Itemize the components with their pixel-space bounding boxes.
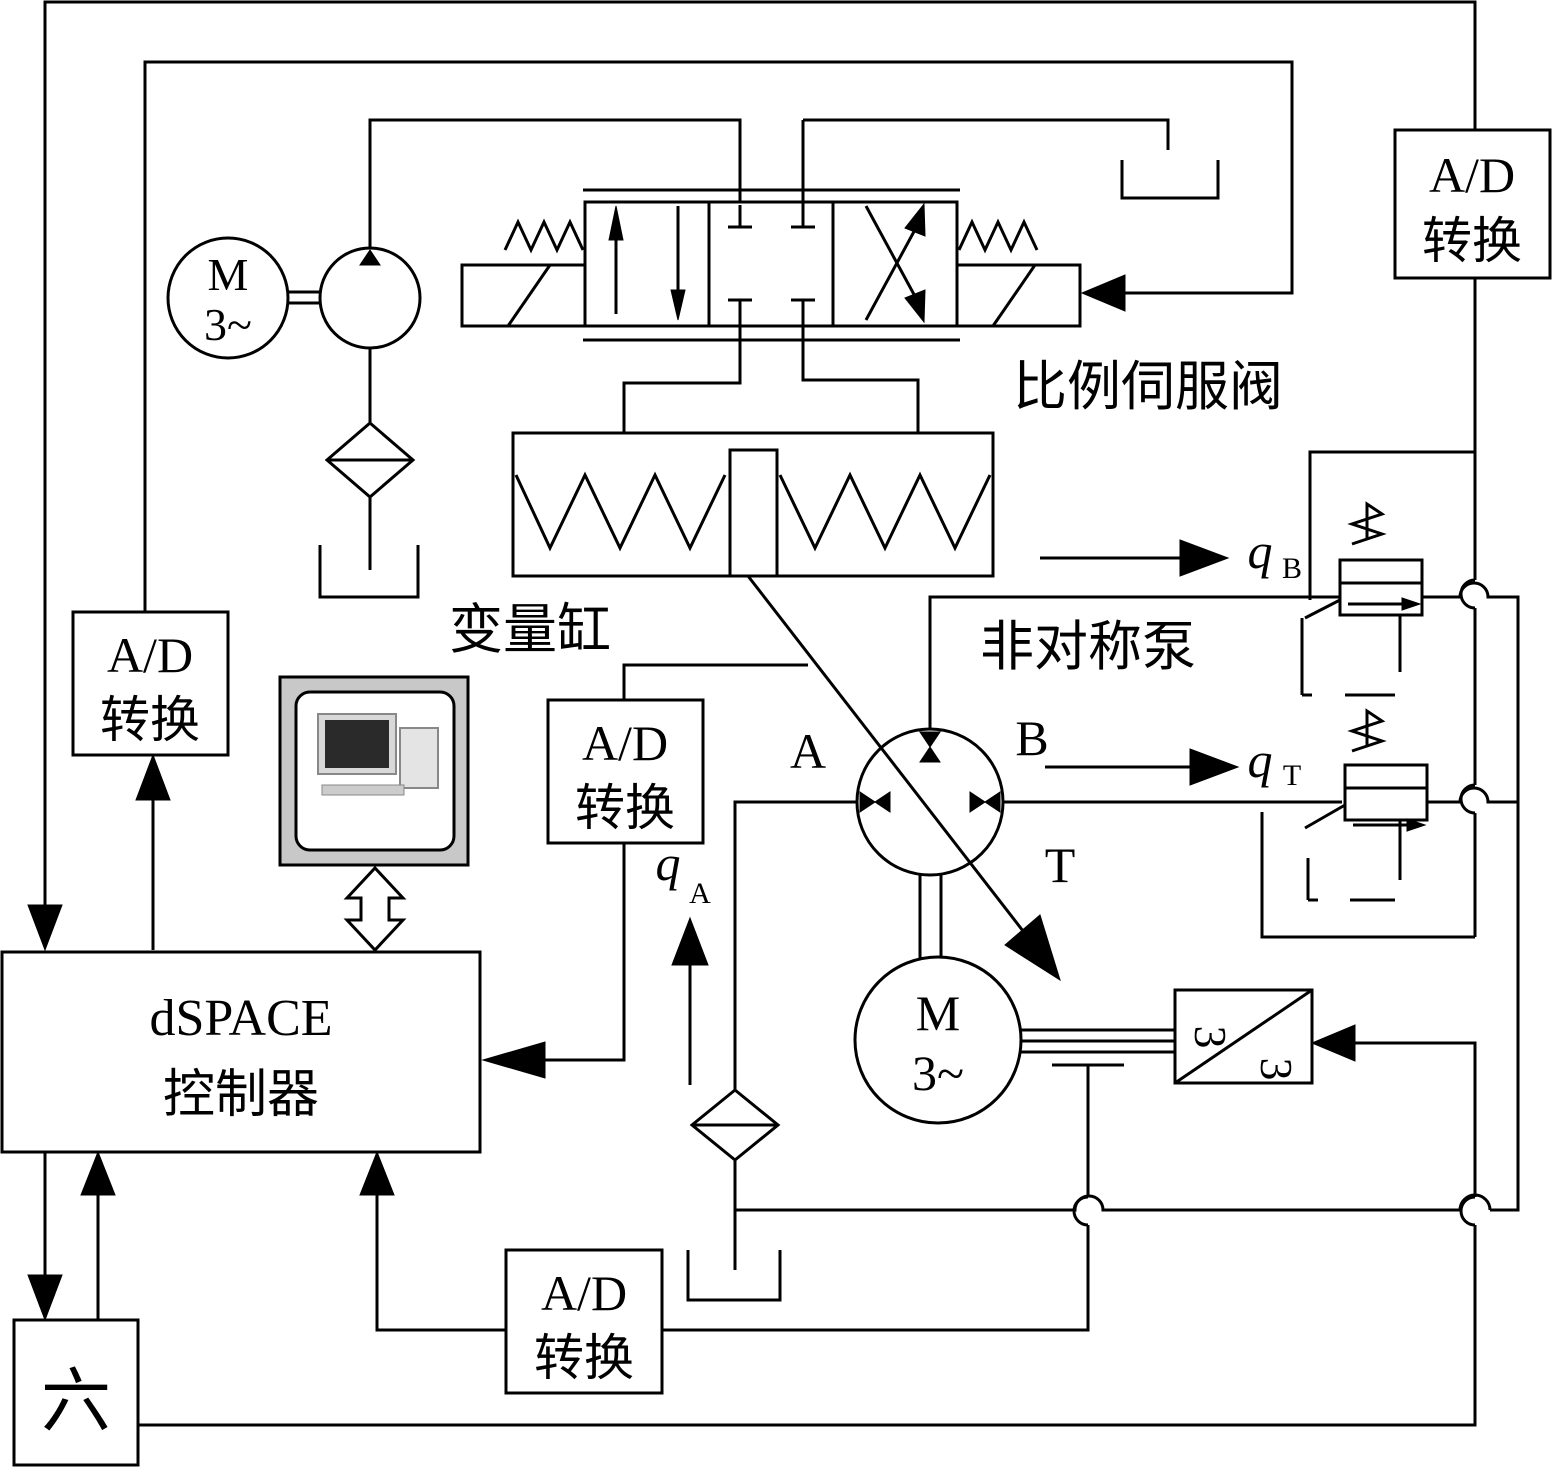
motor-phase-label: 3~: [912, 1045, 964, 1101]
dspace-controller: dSPACE 控制器: [0, 950, 482, 1154]
ad-label: A/D: [107, 627, 193, 683]
convert-label: 转换: [534, 1330, 634, 1386]
tank-icon: [686, 1250, 782, 1302]
converter-input-label: 3: [1185, 1026, 1236, 1049]
sensor-icon: 六: [12, 1318, 140, 1467]
flow-indicators: q B q T q A: [656, 523, 1302, 1085]
ad-converter-bottom: A/D 转换: [504, 1248, 664, 1395]
controller-name: dSPACE: [149, 990, 332, 1047]
spring-icon: [778, 471, 992, 552]
flow-t-label: q: [1248, 732, 1273, 788]
flow-a-label: q: [656, 835, 681, 891]
spring-icon: [957, 218, 1039, 254]
sensor-symbol: 六: [41, 1364, 111, 1441]
relief-valve-icon: [1304, 708, 1429, 902]
spring-icon: [514, 471, 727, 552]
port-a-label: A: [790, 723, 826, 779]
spring-icon: [503, 218, 585, 254]
flow-a-subscript: A: [689, 877, 711, 910]
charge-pump-unit: M 3~: [166, 118, 742, 599]
frequency-converter-icon: 3 3: [1173, 988, 1314, 1085]
ad-converter-middle: A/D 转换: [546, 698, 705, 845]
relief-valve-icon: [1300, 501, 1424, 697]
flow-t-subscript: T: [1283, 759, 1301, 792]
converter-output-label: 3: [1251, 1058, 1302, 1081]
controller-subtitle: 控制器: [163, 1067, 319, 1124]
port-b-label: B: [1015, 710, 1048, 766]
relief-piping: [735, 581, 1520, 1212]
main-motor: M 3~: [853, 955, 1175, 1125]
motor-label: M: [208, 249, 249, 300]
flow-b-label: q: [1248, 523, 1273, 579]
motor-icon: [166, 236, 290, 360]
convert-label: 转换: [100, 692, 200, 748]
ad-label: A/D: [541, 1265, 627, 1321]
tank-icon: [1120, 160, 1220, 200]
computer-icon: [278, 675, 470, 953]
pump-label: 非对称泵: [980, 617, 1196, 677]
ad-label: A/D: [1429, 147, 1515, 203]
return-filter: [686, 1088, 782, 1302]
valve-label: 比例伺服阀: [1013, 357, 1283, 417]
variable-cylinder: 变量缸: [449, 431, 995, 660]
convert-label: 转换: [1422, 213, 1522, 269]
signal-lines: [27, 0, 1477, 1427]
port-t-label: T: [1045, 837, 1076, 893]
ad-label: A/D: [582, 715, 668, 771]
convert-label: 转换: [575, 780, 675, 836]
cylinder-label: 变量缸: [449, 600, 611, 660]
tank-icon: [318, 545, 420, 599]
motor-label: M: [916, 985, 960, 1041]
flow-b-subscript: B: [1282, 552, 1302, 585]
ad-converter-left: A/D 转换: [71, 610, 230, 757]
ad-converter-right: A/D 转换: [1393, 128, 1552, 280]
asymmetric-pump: 非对称泵 A B T: [733, 575, 1444, 1090]
motor-phase-label: 3~: [204, 299, 252, 350]
proportional-servo-valve: 比例伺服阀: [460, 118, 1283, 433]
